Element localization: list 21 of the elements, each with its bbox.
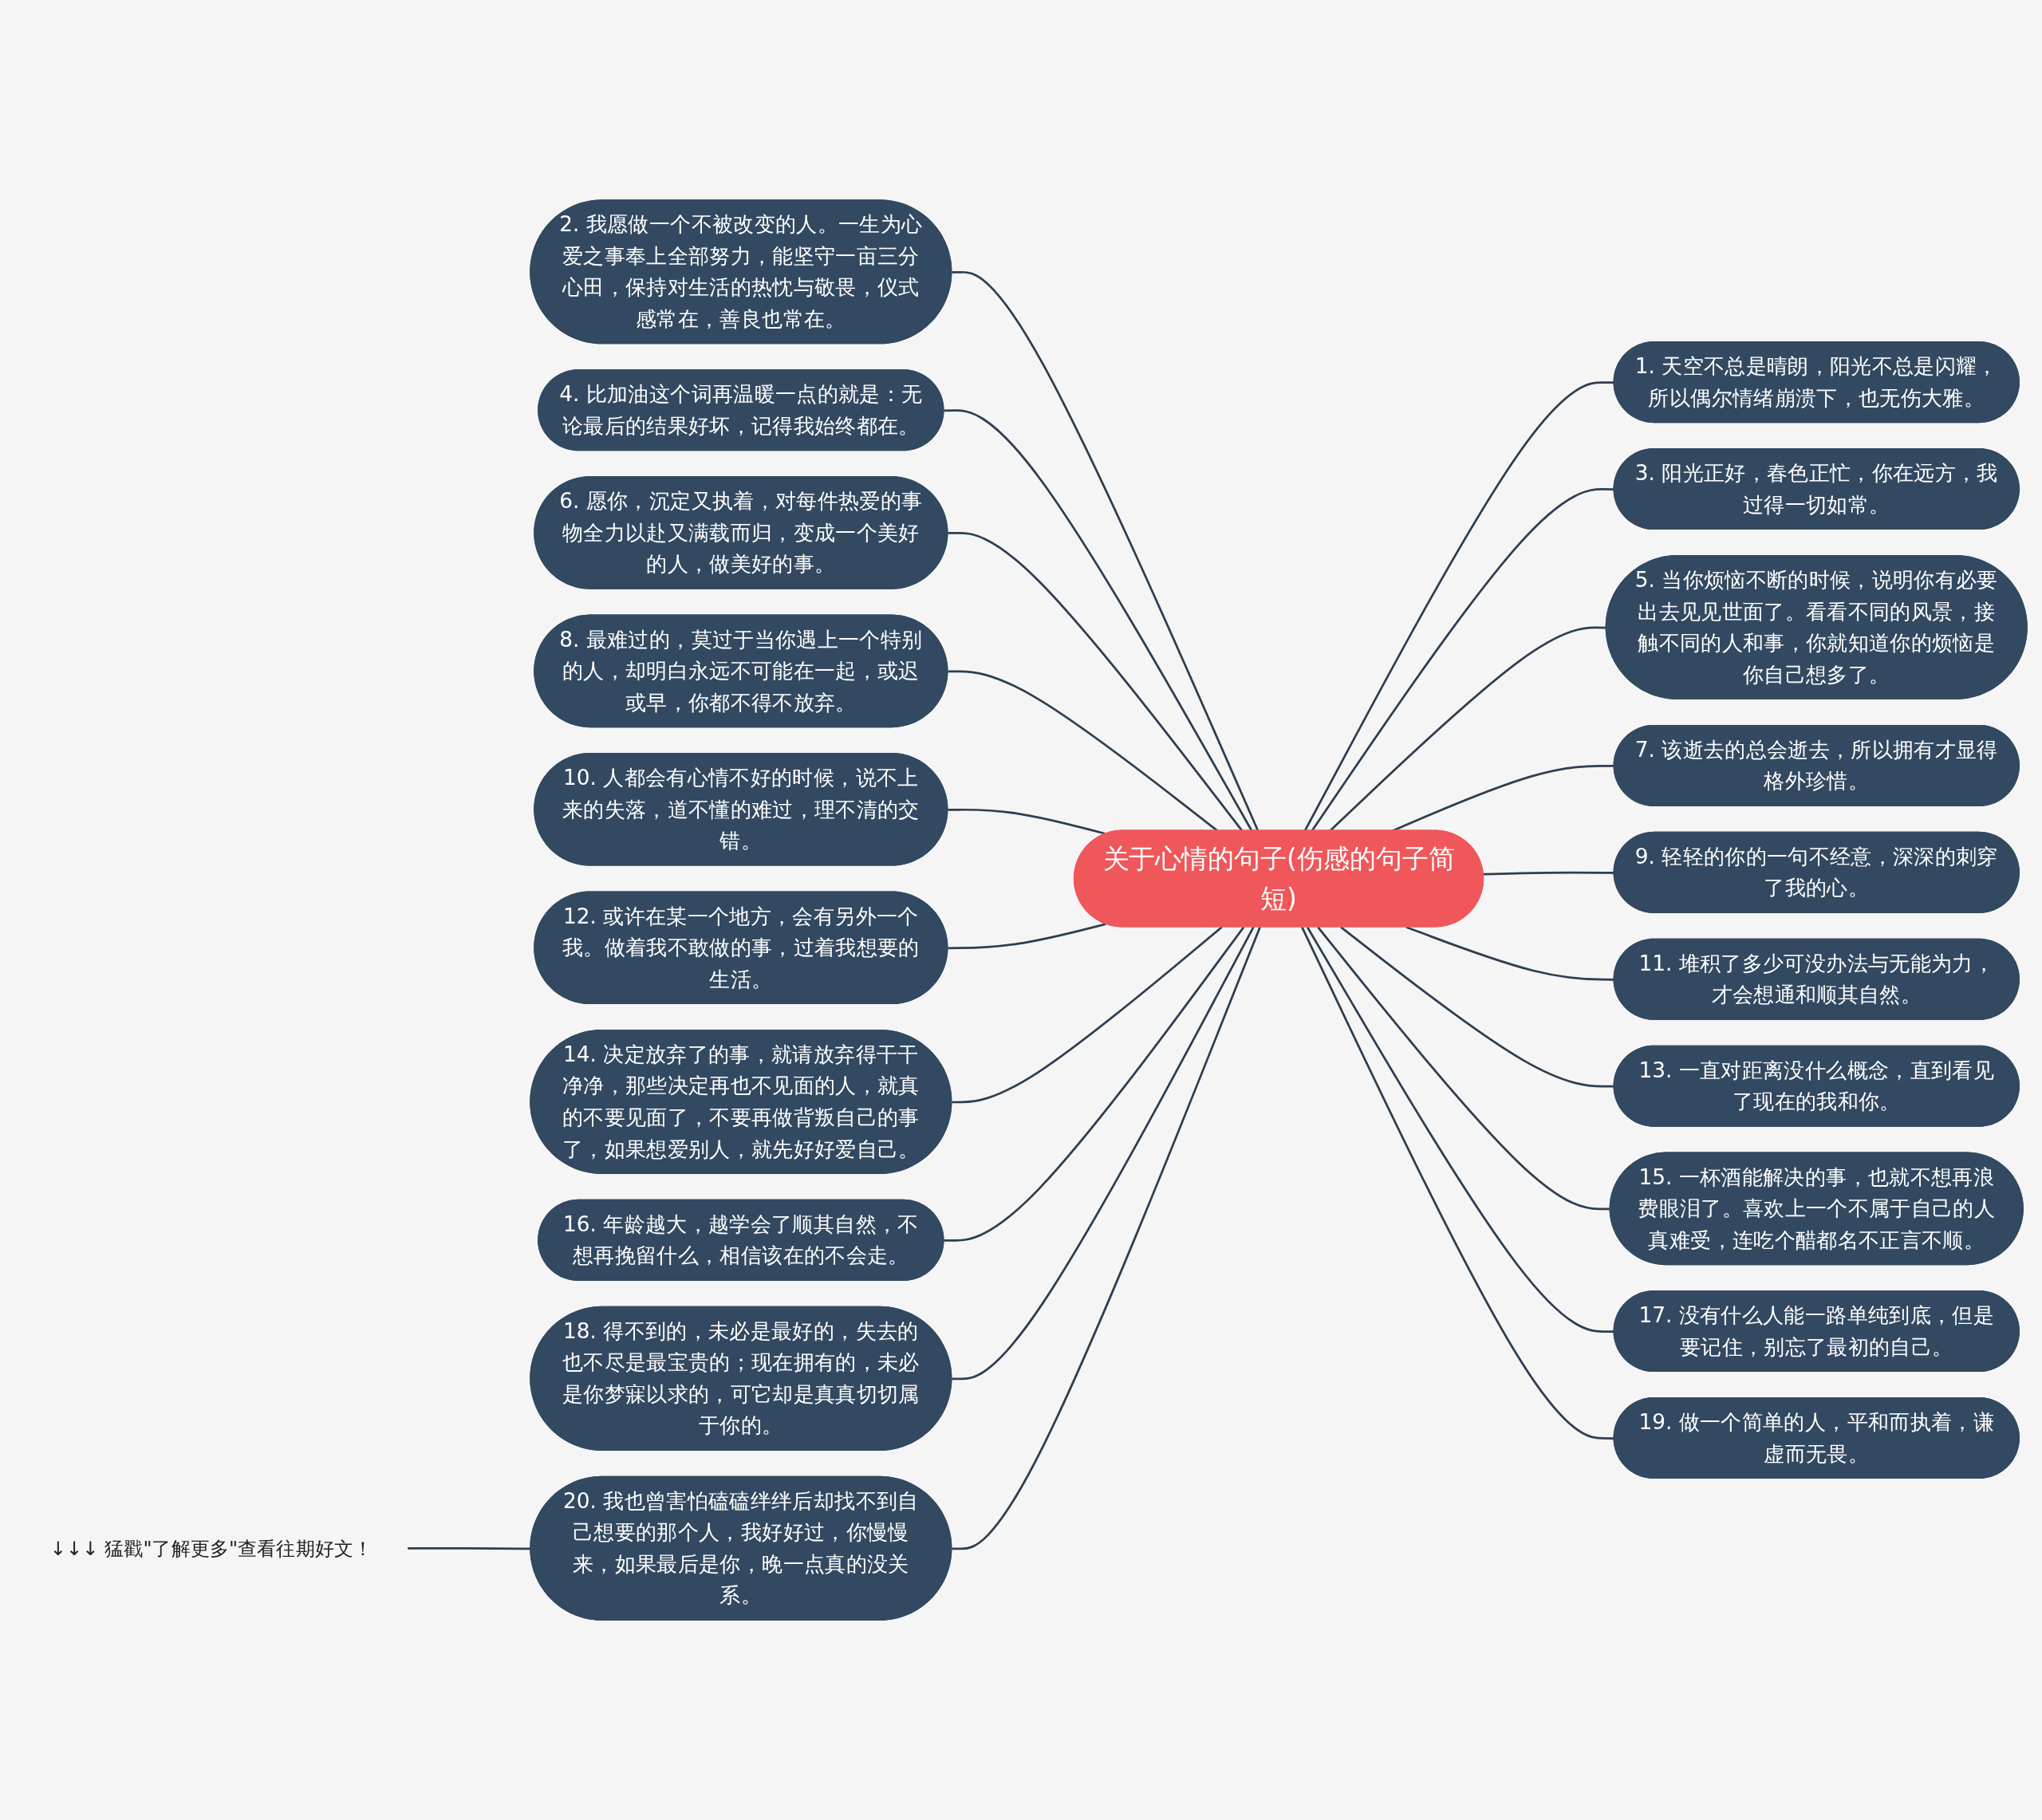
connector	[1340, 926, 1614, 1088]
connector	[1483, 871, 1614, 876]
connector	[952, 270, 1259, 832]
connector	[952, 926, 1255, 1381]
connector	[948, 923, 1106, 950]
connector	[1405, 926, 1614, 981]
connector	[952, 926, 1261, 1550]
connector	[1317, 926, 1610, 1211]
connector	[1301, 926, 1614, 1440]
connector	[1303, 381, 1614, 832]
connector	[952, 926, 1223, 1104]
connector	[948, 670, 1219, 832]
connector	[1306, 926, 1614, 1333]
connector	[948, 808, 1106, 835]
connector	[1329, 626, 1606, 832]
connector	[948, 531, 1244, 832]
connector	[1392, 764, 1614, 832]
connector	[944, 409, 1253, 832]
node-text: ↓↓↓ 猛戳"了解更多"查看往期好文！	[49, 1537, 373, 1559]
connector	[1311, 488, 1614, 832]
connector	[944, 926, 1245, 1242]
